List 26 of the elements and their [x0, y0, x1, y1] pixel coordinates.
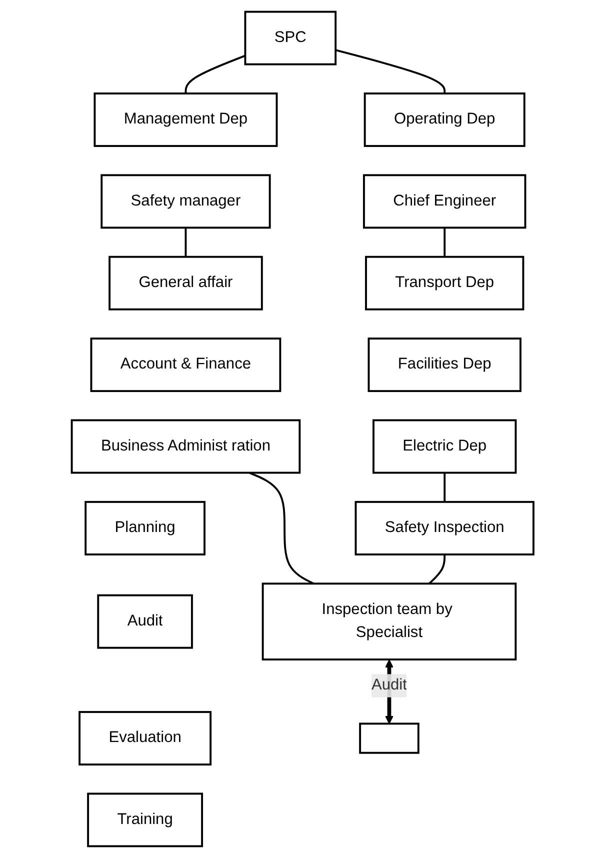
node-box: Account & Finance [90, 337, 282, 392]
connector [184, 227, 187, 256]
edge-label: Audit [371, 676, 407, 694]
node-box: Management Dep [94, 92, 278, 146]
node-box: Chief Engineer [362, 174, 526, 228]
node-box: General affair [108, 255, 263, 310]
connector [335, 48, 446, 93]
node-box: Operating Dep [364, 92, 526, 146]
connector [428, 554, 446, 584]
connector [444, 227, 446, 256]
node-box: Facilities Dep [368, 337, 522, 392]
node-box: Training [86, 792, 203, 847]
connector [184, 54, 246, 93]
node-box [358, 722, 420, 754]
node-box: Audit [97, 594, 193, 648]
node-box: Business Administ ration [70, 418, 300, 474]
node-box: Safety manager [100, 174, 271, 228]
node-box: Inspection team by Specialist [262, 582, 516, 660]
connector [444, 472, 446, 502]
node-box: Planning [84, 500, 206, 555]
node-box: Electric Dep [372, 418, 517, 474]
node-box: Evaluation [78, 710, 212, 765]
node-box: Safety Inspection [354, 500, 534, 555]
node-box: Transport Dep [364, 255, 524, 310]
connector [248, 471, 314, 584]
node-box: SPC [244, 10, 336, 65]
